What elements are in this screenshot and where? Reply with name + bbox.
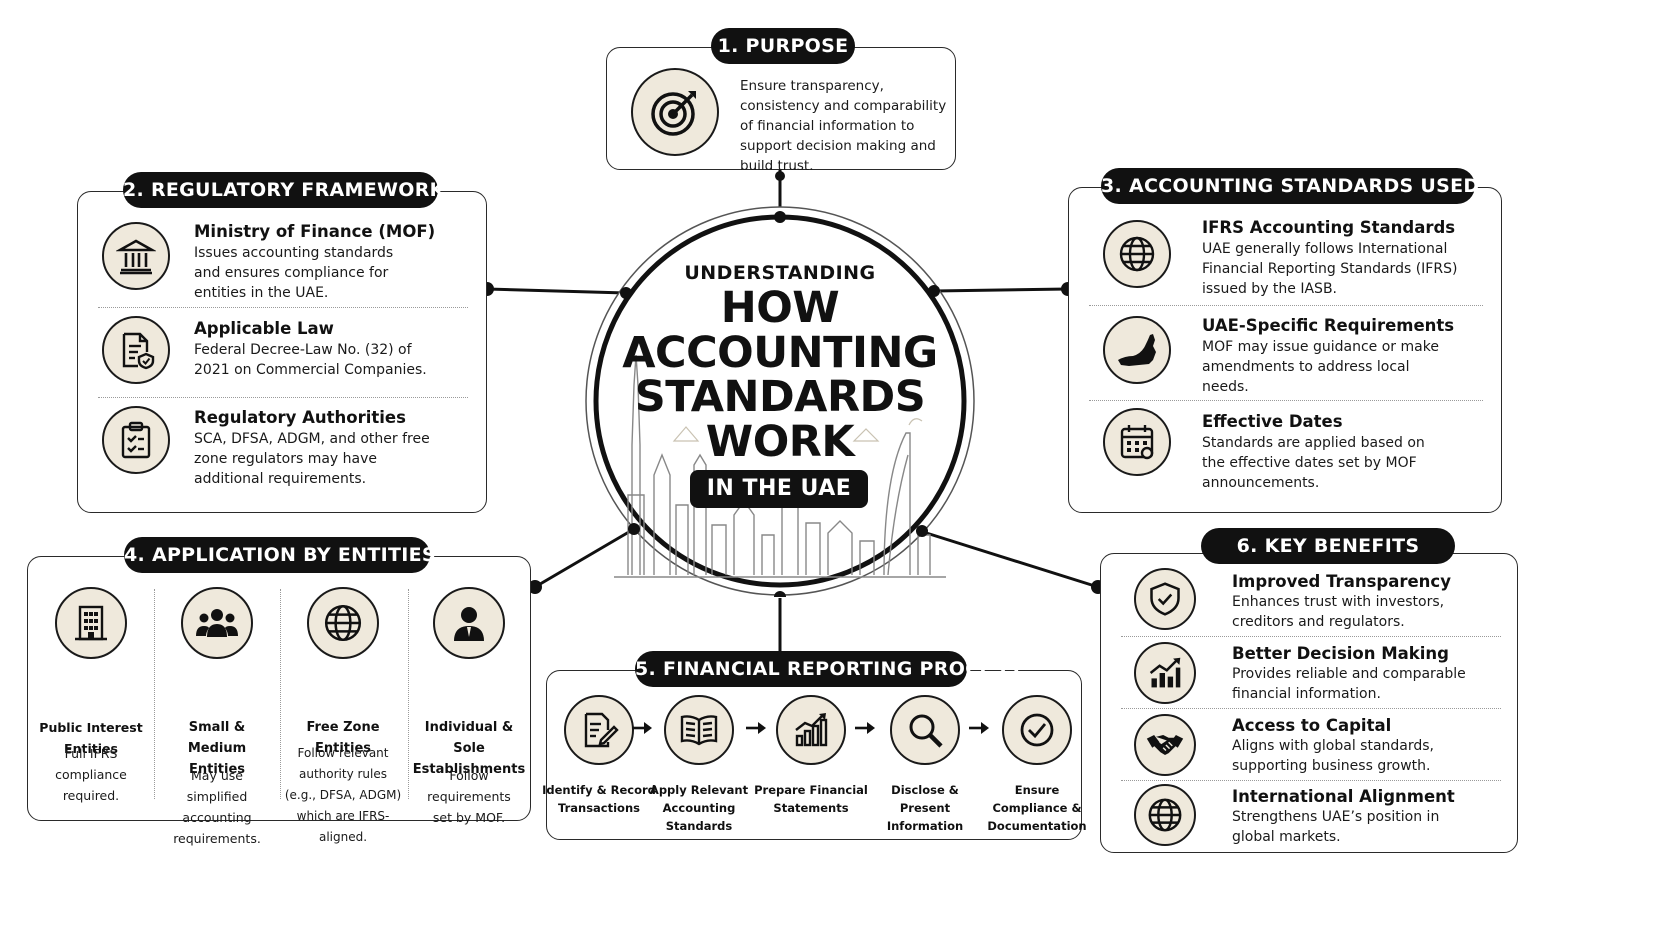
document-pen-icon	[564, 695, 634, 765]
benefit-title: International Alignment	[1232, 787, 1455, 806]
center-title-line: WORK	[705, 416, 855, 467]
center-kicker: UNDERSTANDING	[684, 262, 876, 284]
divider	[280, 589, 281, 799]
divider	[1089, 305, 1483, 306]
center-title: HOW ACCOUNTING STANDARDS WORK	[584, 286, 976, 464]
process-step-label: Identify & Record Transactions	[542, 783, 656, 815]
benefits-title: 6. KEY BENEFITS	[1201, 528, 1455, 564]
center-title-line: HOW	[720, 283, 840, 333]
growth-chart-icon	[1134, 642, 1196, 704]
divider	[1089, 400, 1483, 401]
divider	[98, 307, 468, 308]
purpose-title: 1. PURPOSE	[711, 28, 855, 64]
divider	[154, 589, 155, 799]
center-badge: IN THE UAE	[690, 470, 868, 508]
open-book-icon	[664, 695, 734, 765]
target-icon	[631, 68, 719, 156]
handshake-icon	[1134, 714, 1196, 776]
document-shield-icon	[102, 316, 170, 384]
benefit-title: Access to Capital	[1232, 716, 1392, 735]
regulatory-item-title: Regulatory Authorities	[194, 408, 406, 427]
benefit-title: Better Decision Making	[1232, 644, 1449, 663]
standards-panel: 3. ACCOUNTING STANDARDS USED IFRS Accoun…	[1068, 168, 1502, 513]
globe-icon	[1103, 220, 1171, 288]
benefit-title: Improved Transparency	[1232, 572, 1451, 591]
magnifier-icon	[890, 695, 960, 765]
standards-item-desc: MOF may issue guidance or make amendment…	[1202, 339, 1439, 395]
process-step-label: Ensure Compliance & Documentation	[987, 783, 1087, 833]
benefit-desc: Strengthens UAE’s position in global mar…	[1232, 809, 1440, 845]
globe-icon	[307, 587, 379, 659]
standards-item-desc: Standards are applied based on the effec…	[1202, 435, 1425, 491]
office-building-icon	[55, 587, 127, 659]
process-panel: 5. FINANCIAL REPORTING PROCESS Identify …	[542, 651, 1087, 840]
person-icon	[433, 587, 505, 659]
regulatory-item-desc: SCA, DFSA, ADGM, and other free zone reg…	[194, 431, 430, 487]
bank-building-icon	[102, 222, 170, 290]
entity-desc: Full IFRS compliance required.	[55, 746, 127, 803]
standards-item-title: UAE-Specific Requirements	[1202, 316, 1455, 335]
check-circle-icon	[1002, 695, 1072, 765]
divider	[1121, 780, 1501, 781]
standards-item-title: IFRS Accounting Standards	[1202, 218, 1456, 237]
group-people-icon	[181, 587, 253, 659]
entities-panel: 4. APPLICATION BY ENTITIES Public Intere…	[27, 537, 531, 846]
regulatory-item-desc: Federal Decree-Law No. (32) of 2021 on C…	[194, 342, 427, 378]
shield-check-icon	[1134, 568, 1196, 630]
purpose-panel: 1. PURPOSE Ensure transparency, consiste…	[606, 28, 956, 174]
arrow-right-icon	[746, 722, 766, 734]
regulatory-item-title: Ministry of Finance (MOF)	[194, 222, 436, 241]
center-circle	[585, 206, 975, 597]
divider	[1121, 708, 1501, 709]
process-title: 5. FINANCIAL REPORTING PROCESS	[635, 651, 1020, 687]
divider	[98, 397, 468, 398]
entity-title: Free Zone Entities	[306, 720, 380, 756]
entities-title: 4. APPLICATION BY ENTITIES	[124, 537, 436, 573]
uae-map-icon	[1103, 316, 1171, 384]
bar-chart-icon	[776, 695, 846, 765]
arrow-right-icon	[969, 722, 989, 734]
standards-title: 3. ACCOUNTING STANDARDS USED	[1101, 168, 1479, 204]
center-title-line: STANDARDS	[634, 372, 926, 422]
divider	[408, 589, 409, 799]
regulatory-panel: 2. REGULATORY FRAMEWORK Ministry of Fina…	[77, 172, 487, 513]
regulatory-item-title: Applicable Law	[194, 319, 334, 338]
regulatory-item-desc: Issues accounting standards and ensures …	[194, 245, 394, 301]
standards-item-title: Effective Dates	[1202, 412, 1343, 431]
benefits-panel: 6. KEY BENEFITS Improved Transparency En…	[1100, 528, 1518, 853]
entity-desc: Follow relevant authority rules (e.g., D…	[284, 746, 402, 844]
calendar-icon	[1103, 408, 1171, 476]
arrow-right-icon	[632, 722, 652, 734]
process-step-label: Prepare Financial Statements	[754, 783, 868, 815]
regulatory-title: 2. REGULATORY FRAMEWORK	[123, 172, 444, 208]
clipboard-check-icon	[102, 406, 170, 474]
benefit-desc: Enhances trust with investors, creditors…	[1232, 594, 1445, 630]
benefit-desc: Aligns with global standards, supporting…	[1232, 738, 1435, 774]
standards-item-desc: UAE generally follows International Fina…	[1202, 241, 1458, 297]
purpose-text: Ensure transparency, consistency and com…	[740, 78, 947, 174]
process-step-label: Disclose & Present Information	[886, 783, 964, 833]
benefit-desc: Provides reliable and comparable financi…	[1232, 666, 1466, 702]
entity-desc: May use simplified accounting requiremen…	[173, 768, 261, 846]
globe-icon	[1134, 784, 1196, 846]
entity-title: Small & Medium Entities	[187, 720, 247, 777]
divider	[1121, 636, 1501, 637]
arrow-right-icon	[855, 722, 875, 734]
entity-title: Individual & Sole Establishments	[412, 720, 526, 777]
entity-desc: Follow requirements set by MOF.	[427, 768, 511, 825]
process-step-label: Apply Relevant Accounting Standards	[649, 783, 749, 833]
center-title-line: ACCOUNTING	[622, 327, 938, 378]
entity-title: Public Interest Entities	[39, 720, 143, 756]
